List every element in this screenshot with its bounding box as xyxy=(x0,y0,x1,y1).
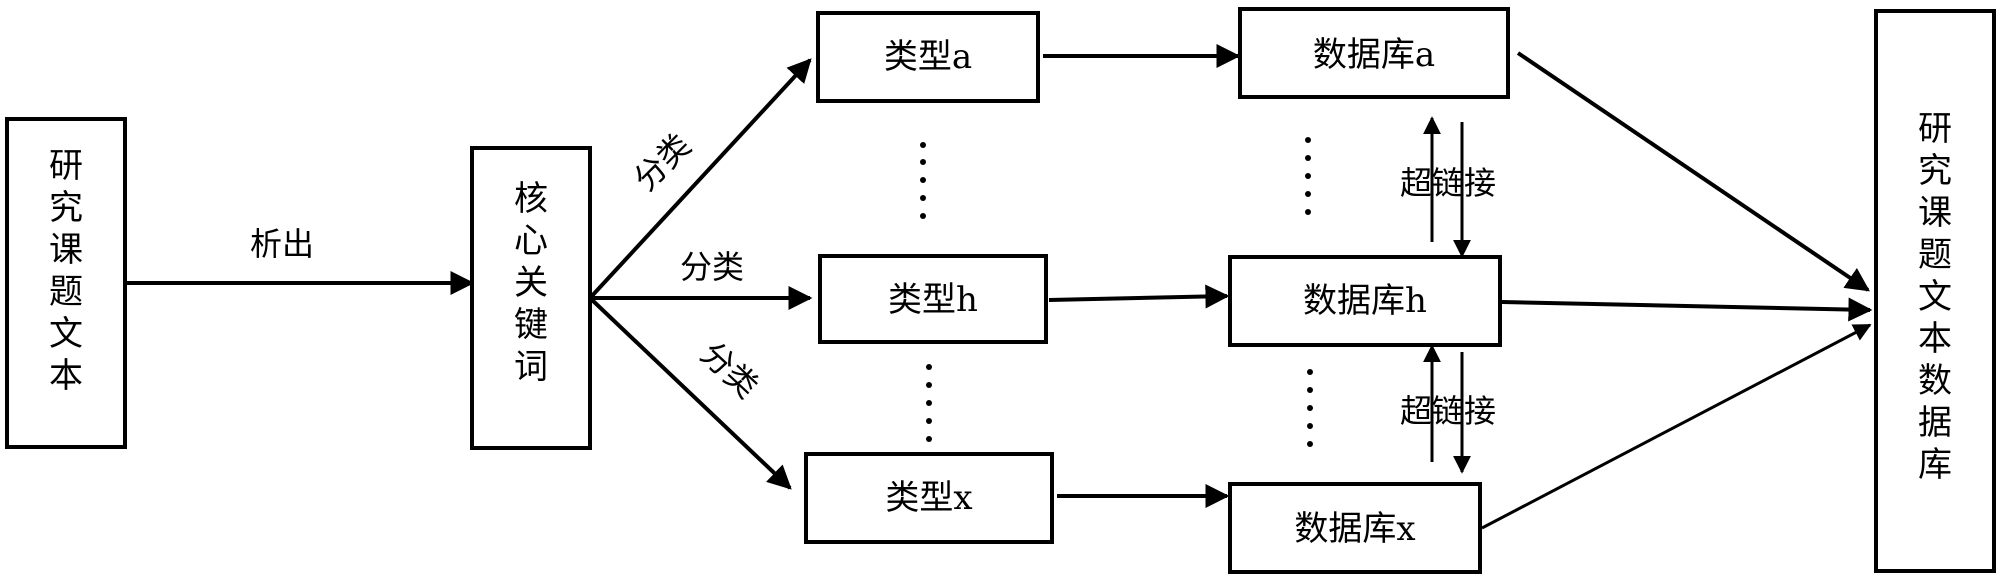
edge-classify-a xyxy=(588,58,812,300)
node-type-h: 类型h xyxy=(818,254,1048,344)
node-target-db-label: 研究课题文本数据库 xyxy=(1918,109,1952,485)
node-type-x-label: 类型x xyxy=(885,478,972,518)
edge-type-h-db-h xyxy=(1048,284,1230,309)
node-db-x: 数据库x xyxy=(1228,482,1482,574)
edge-label-classify-x: 分类 xyxy=(693,334,766,405)
node-type-a: 类型a xyxy=(816,11,1040,103)
node-source-text: 研究课题文本 xyxy=(5,117,127,449)
ellipsis-dbs-lower xyxy=(1307,369,1313,447)
edge-db-h-target xyxy=(1501,297,1873,322)
node-db-x-label: 数据库x xyxy=(1294,509,1415,549)
edge-label-hyperlink-hx: 超链接 xyxy=(1400,392,1496,430)
edge-db-a-target xyxy=(1516,51,1870,292)
edge-classify-x xyxy=(588,296,792,490)
node-db-h-label: 数据库h xyxy=(1303,281,1427,321)
node-type-x: 类型x xyxy=(804,452,1054,544)
edge-label-classify-a: 分类 xyxy=(626,126,698,198)
node-type-h-label: 类型h xyxy=(888,280,978,320)
node-db-a-label: 数据库a xyxy=(1313,35,1435,75)
edge-label-hyperlink-ah: 超链接 xyxy=(1400,164,1496,202)
edge-label-extract: 析出 xyxy=(250,225,314,263)
node-keywords-label: 核心关键词 xyxy=(514,179,548,387)
node-db-a: 数据库a xyxy=(1238,7,1510,99)
ellipsis-types-upper xyxy=(920,142,926,219)
edge-label-classify-h: 分类 xyxy=(680,248,744,286)
edge-db-x-target xyxy=(1481,323,1872,530)
node-db-h: 数据库h xyxy=(1228,255,1502,347)
node-keywords: 核心关键词 xyxy=(470,146,592,450)
ellipsis-types-lower xyxy=(926,364,932,442)
node-target-db: 研究课题文本数据库 xyxy=(1874,9,1996,573)
ellipsis-dbs-upper xyxy=(1305,137,1311,215)
node-type-a-label: 类型a xyxy=(884,37,972,77)
node-source-text-label: 研究课题文本 xyxy=(49,146,83,396)
